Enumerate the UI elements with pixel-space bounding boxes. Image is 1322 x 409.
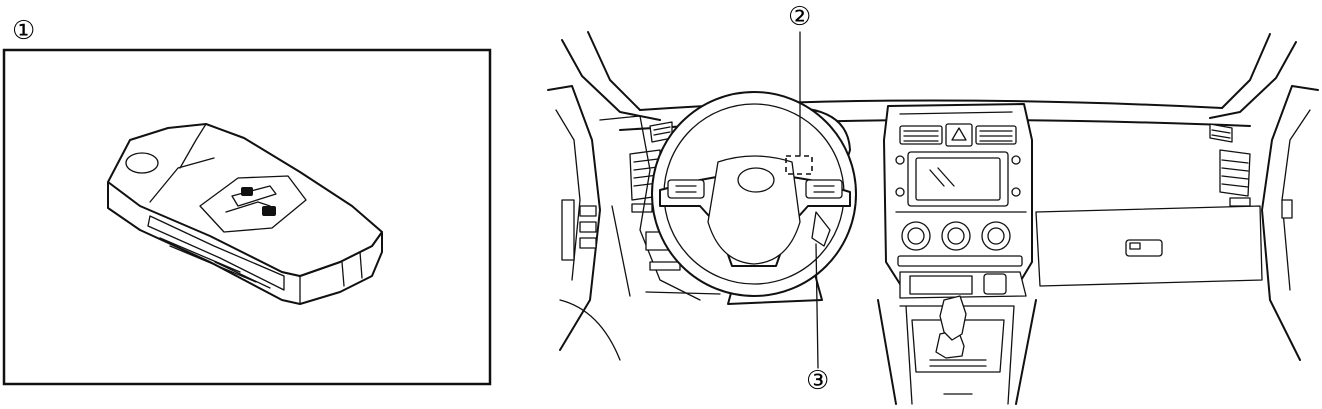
callout-key-slot-location: ③ — [806, 366, 830, 396]
callout-start-knob-location: ② — [788, 2, 812, 32]
dashboard-illustration — [547, 31, 1319, 405]
key-fob-illustration — [107, 123, 383, 305]
callout-key-fob: ① — [12, 16, 36, 46]
